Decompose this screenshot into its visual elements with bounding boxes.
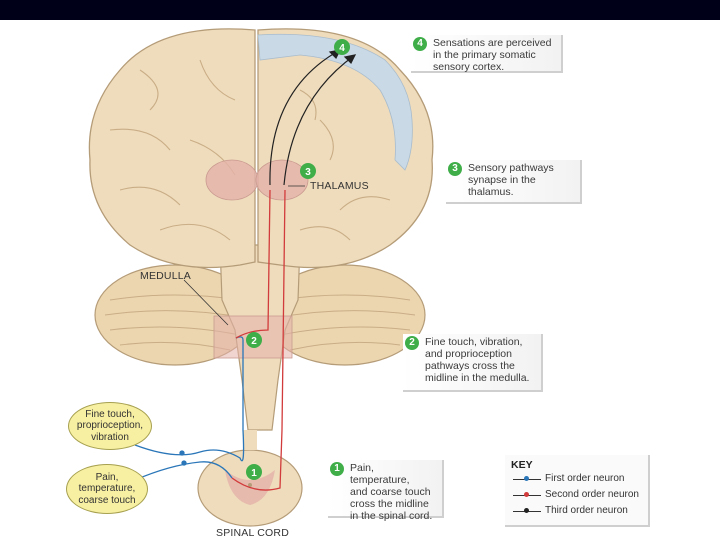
marker-4: 4 bbox=[334, 39, 350, 55]
thalamus bbox=[205, 159, 309, 201]
marker-3: 3 bbox=[300, 163, 316, 179]
key-row-second-order: Second order neuron bbox=[511, 487, 642, 503]
primary-sensory-cortex bbox=[257, 33, 413, 171]
cerebrum bbox=[88, 28, 434, 269]
legend-key: KEY First order neuron Second order neur… bbox=[505, 455, 650, 527]
receptor-fine-touch: Fine touch, proprioception, vibration bbox=[68, 402, 152, 450]
medulla-label: MEDULLA bbox=[140, 270, 191, 282]
spinal-cord-label: SPINAL CORD bbox=[216, 527, 289, 539]
receptor-pain: Pain, temperature, coarse touch bbox=[66, 464, 148, 514]
key-label-third-order: Third order neuron bbox=[545, 505, 628, 516]
svg-text:1: 1 bbox=[251, 468, 257, 479]
marker-1: 1 bbox=[246, 464, 262, 480]
key-label-second-order: Second order neuron bbox=[545, 489, 639, 500]
thalamus-label: THALAMUS bbox=[310, 180, 369, 192]
pointer-lines bbox=[183, 185, 305, 326]
key-row-first-order: First order neuron bbox=[511, 471, 642, 487]
svg-text:2: 2 bbox=[251, 336, 257, 347]
first-order-neurons bbox=[134, 336, 245, 481]
svg-text:4: 4 bbox=[339, 43, 345, 54]
key-label-first-order: First order neuron bbox=[545, 473, 625, 484]
marker-2: 2 bbox=[246, 332, 262, 348]
top-bar bbox=[0, 0, 720, 20]
second-order-neurons bbox=[231, 189, 286, 491]
key-title: KEY bbox=[511, 459, 533, 471]
key-row-third-order: Third order neuron bbox=[511, 503, 642, 519]
svg-text:3: 3 bbox=[305, 167, 311, 178]
